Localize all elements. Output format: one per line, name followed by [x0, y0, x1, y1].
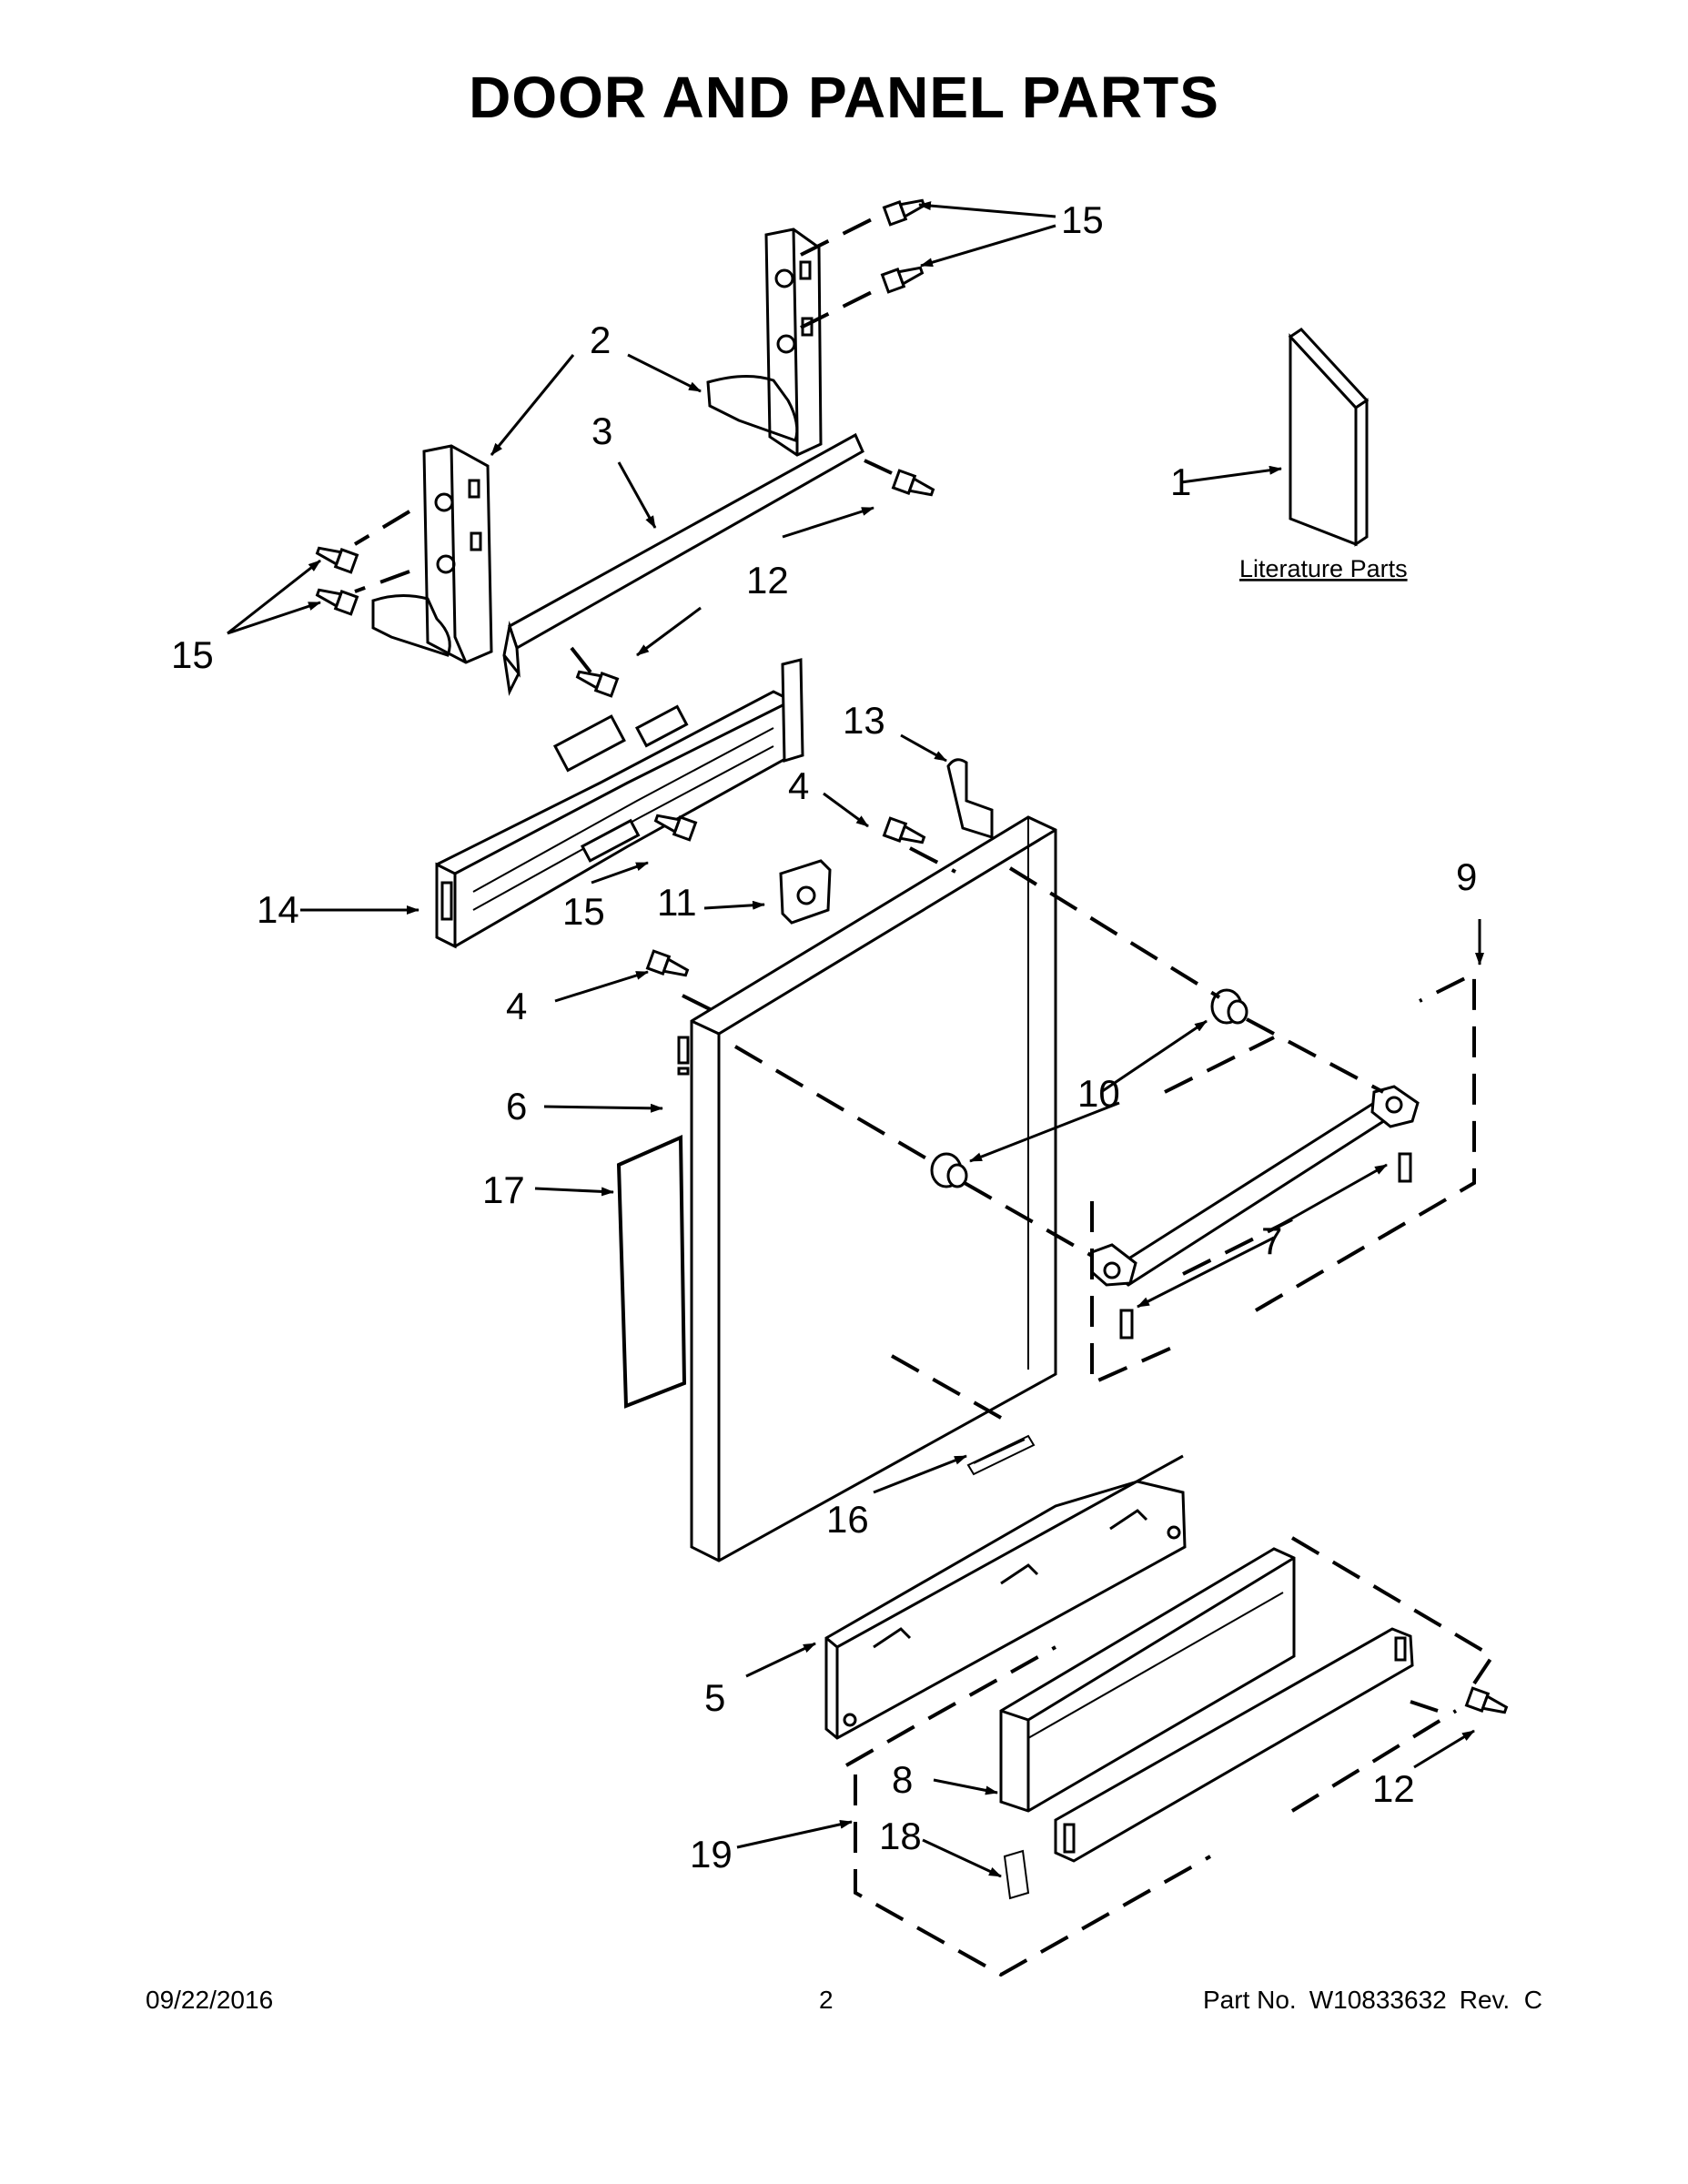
- screws: [315, 198, 1509, 1714]
- door-latch: [779, 859, 832, 925]
- footer-date: 09/22/2016: [146, 1986, 274, 2014]
- callout-18: 18: [879, 1815, 922, 1857]
- literature-booklet: [1288, 328, 1370, 547]
- callout-2: 2: [590, 318, 611, 361]
- callout-8: 8: [892, 1758, 913, 1801]
- callout-17: 17: [482, 1168, 525, 1211]
- door-gasket: [616, 1134, 687, 1409]
- footer-page-number: 2: [819, 1986, 834, 2014]
- callout-12-lower: 12: [1372, 1767, 1415, 1810]
- door-handle: [1090, 1085, 1420, 1340]
- callout-5: 5: [704, 1676, 725, 1719]
- footer-revision: Rev. C: [1459, 1986, 1542, 2014]
- control-panel-assembly: [435, 658, 804, 949]
- assembly-guide-lines: [353, 217, 1495, 1977]
- callout-labels: 1 2 3 4 4 5 6 7 8 9 10 11 12 12 13 14 15…: [171, 198, 1477, 1876]
- callout-1: 1: [1170, 460, 1191, 503]
- left-mounting-bracket: [371, 444, 493, 664]
- literature-parts-label: Literature Parts: [1239, 555, 1408, 582]
- callout-14: 14: [257, 888, 299, 931]
- callout-12-upper: 12: [746, 559, 789, 602]
- callout-15-middle: 15: [562, 890, 605, 933]
- toe-panel-clip: [1003, 1849, 1030, 1900]
- handle-mounts: [930, 988, 1248, 1188]
- callout-15-left: 15: [171, 633, 214, 676]
- callout-15-top: 15: [1061, 198, 1104, 241]
- callout-4-upper: 4: [788, 764, 809, 807]
- door-rail: [502, 432, 864, 696]
- footer-part-number: W10833632: [1309, 1986, 1447, 2014]
- callout-7: 7: [1261, 1219, 1282, 1262]
- kick-plate: [1054, 1627, 1414, 1863]
- callout-16: 16: [826, 1498, 869, 1541]
- callout-13: 13: [843, 699, 885, 742]
- inner-door-panel: [677, 815, 1057, 1562]
- page-title: DOOR AND PANEL PARTS: [469, 65, 1219, 130]
- toe-kick-insulation: [999, 1547, 1296, 1813]
- callout-11: 11: [657, 881, 697, 924]
- callout-9: 9: [1456, 855, 1477, 898]
- footer-part-info: Part No. W10833632 Rev. C: [1190, 1986, 1542, 2015]
- callout-3: 3: [591, 410, 612, 452]
- callout-19: 19: [690, 1833, 733, 1876]
- footer-part-label: Part No.: [1203, 1986, 1297, 2014]
- callout-4-lower: 4: [506, 985, 527, 1027]
- kitchenaid-badge: [966, 1434, 1036, 1476]
- toe-panel-bracket: [824, 1454, 1187, 1740]
- right-mounting-bracket: [706, 228, 823, 457]
- callout-10: 10: [1077, 1072, 1120, 1115]
- door-switch-part: [946, 758, 994, 840]
- callout-6: 6: [506, 1085, 527, 1127]
- callout-arrows: [227, 201, 1484, 1878]
